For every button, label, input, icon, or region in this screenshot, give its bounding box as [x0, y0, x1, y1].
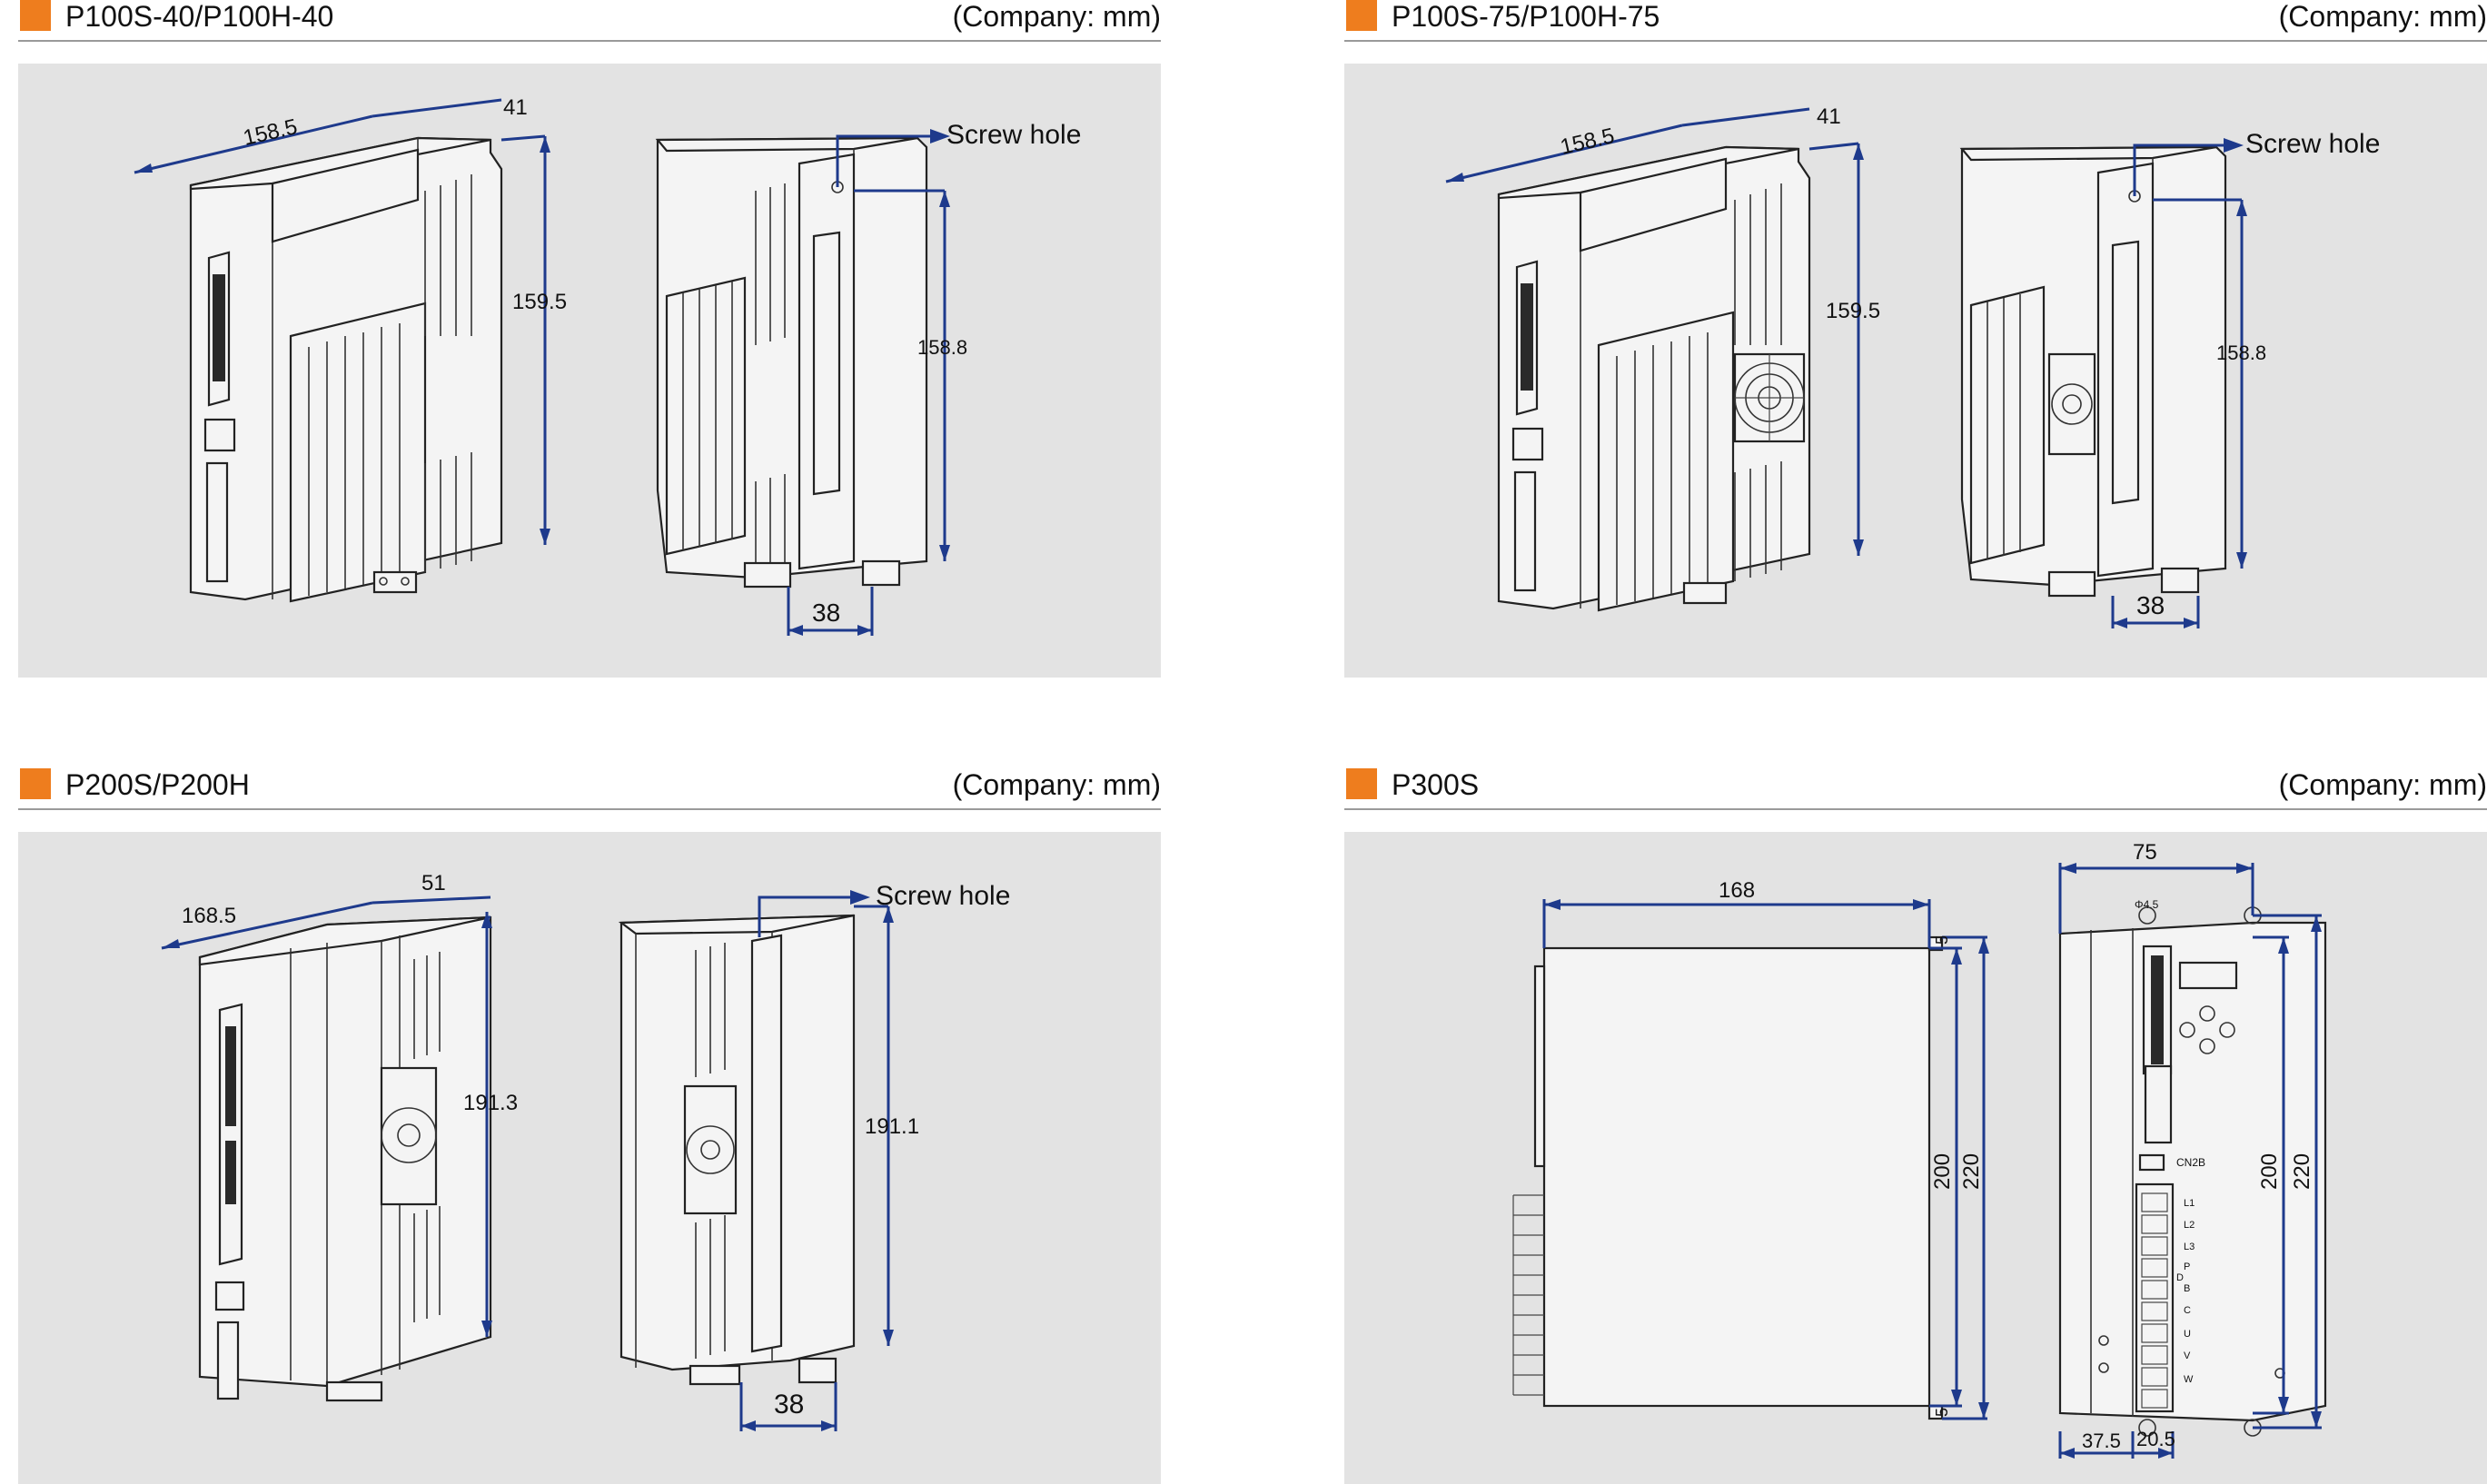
- rear-height-dimension: 158.8: [917, 336, 967, 359]
- dimension-lines-front: [161, 895, 492, 1337]
- heatsink-fins: [1512, 1194, 1544, 1396]
- height-dimension: 159.5: [1826, 299, 1880, 323]
- terminal-label: U: [2184, 1329, 2191, 1340]
- dimension-lines-front: [1445, 107, 1864, 556]
- terminal-label: L3: [2184, 1242, 2195, 1252]
- screw-hole-label: Screw hole: [946, 120, 1081, 150]
- terminal-label: C: [2184, 1305, 2191, 1316]
- square-marker-icon: [1346, 0, 1377, 31]
- drive-front-view: [198, 915, 492, 1402]
- front-height-200: 200: [2257, 1153, 2282, 1190]
- side-dimension-lines: [1542, 899, 1989, 1420]
- panel-p100-40: P100S-40/P100H-40 (Company: mm): [18, 0, 1161, 678]
- drive-front-view: [1497, 145, 1811, 612]
- terminal-label: L2: [2184, 1220, 2195, 1231]
- dimension-lines-rear: [739, 890, 894, 1431]
- panel-header: P100S-40/P100H-40 (Company: mm): [18, 0, 1161, 42]
- mount-dimension: 38: [2136, 591, 2165, 619]
- drawing-area: 168 200 220 5 5: [1344, 832, 2487, 1484]
- terminal-label: W: [2184, 1374, 2194, 1385]
- screw-hole-label: Screw hole: [876, 881, 1010, 911]
- drive-rear-view: [1959, 145, 2227, 598]
- depth-dimension: 51: [421, 871, 446, 895]
- front-view: [2058, 906, 2327, 1437]
- unit-label: (Company: mm): [2278, 0, 2487, 33]
- depth-dimension: 41: [503, 95, 528, 120]
- unit-label: (Company: mm): [952, 768, 1161, 801]
- side-depth-dimension: 168: [1719, 878, 1755, 903]
- panel-header: P300S (Company: mm): [1344, 768, 2487, 810]
- width-dimension: 158.5: [241, 114, 300, 151]
- port-label: CN2B: [2176, 1156, 2205, 1169]
- screw-hole-label: Screw hole: [2245, 129, 2380, 159]
- front-width-dimension: 75: [2133, 840, 2157, 865]
- dimension-lines-front: [134, 98, 550, 545]
- terminal-label: P: [2184, 1261, 2190, 1272]
- panel-p300: P300S (Company: mm): [1344, 768, 2487, 1484]
- drive-rear-view: [655, 136, 928, 589]
- width-dimension: 158.5: [1558, 124, 1617, 160]
- drawing-svg: 168.5 51 191.3: [161, 871, 1010, 1431]
- panel-header: P200S/P200H (Company: mm): [18, 768, 1161, 810]
- height-dimension: 191.3: [463, 1091, 518, 1115]
- side-view: [1512, 935, 1944, 1420]
- side-height-220: 220: [1959, 1153, 1984, 1190]
- panel-p100-75: P100S-75/P100H-75 (Company: mm): [1344, 0, 2487, 678]
- drawing-svg: 168 200 220 5 5: [1512, 840, 2327, 1459]
- rear-height-dimension: 158.8: [2216, 341, 2266, 364]
- terminal-block: [2141, 1192, 2168, 1409]
- model-title: P100S-40/P100H-40: [65, 0, 334, 33]
- unit-label: (Company: mm): [952, 0, 1161, 33]
- square-marker-icon: [20, 768, 51, 799]
- drawing-area: 168.5 51 191.3: [18, 832, 1161, 1484]
- panel-p200: P200S/P200H (Company: mm): [18, 768, 1161, 1484]
- hole-diameter-label: Φ4.5: [2135, 898, 2159, 911]
- side-bottom-offset: 5: [1933, 1408, 1951, 1417]
- drive-front-view: [189, 136, 503, 603]
- drawing-svg: 158.5 41 159.5: [134, 95, 1081, 636]
- rear-height-dimension: 191.1: [865, 1114, 919, 1139]
- drawing-area: 158.5 41 159.5: [1344, 64, 2487, 678]
- drawing-svg: 158.5 41 159.5: [1445, 104, 2380, 628]
- model-title: P300S: [1392, 768, 1480, 801]
- height-dimension: 159.5: [512, 290, 567, 314]
- depth-dimension: 41: [1817, 104, 1841, 129]
- terminal-label: D: [2176, 1272, 2184, 1283]
- front-dimension-lines: [2058, 863, 2322, 1459]
- bottom-left-dimension: 37.5: [2082, 1430, 2121, 1452]
- mount-dimension: 38: [774, 1390, 804, 1420]
- dimension-lines-rear: [2111, 138, 2247, 628]
- dimension-lines-rear: [787, 129, 950, 636]
- panel-header: P100S-75/P100H-75 (Company: mm): [1344, 0, 2487, 42]
- square-marker-icon: [1346, 768, 1377, 799]
- bottom-right-dimension: 20.5: [2136, 1428, 2175, 1450]
- side-top-offset: 5: [1933, 935, 1951, 945]
- square-marker-icon: [20, 0, 51, 31]
- drive-rear-view: [618, 914, 856, 1386]
- front-height-220: 220: [2290, 1153, 2314, 1190]
- model-title: P200S/P200H: [65, 768, 250, 801]
- drawing-area: 158.5 41 159.5: [18, 64, 1161, 678]
- unit-label: (Company: mm): [2278, 768, 2487, 801]
- terminal-label: B: [2184, 1283, 2190, 1294]
- model-title: P100S-75/P100H-75: [1392, 0, 1660, 33]
- side-height-200: 200: [1930, 1153, 1955, 1190]
- mount-dimension: 38: [812, 599, 840, 627]
- terminal-label: V: [2184, 1350, 2191, 1361]
- terminal-label: L1: [2184, 1198, 2195, 1209]
- width-dimension: 168.5: [182, 904, 236, 928]
